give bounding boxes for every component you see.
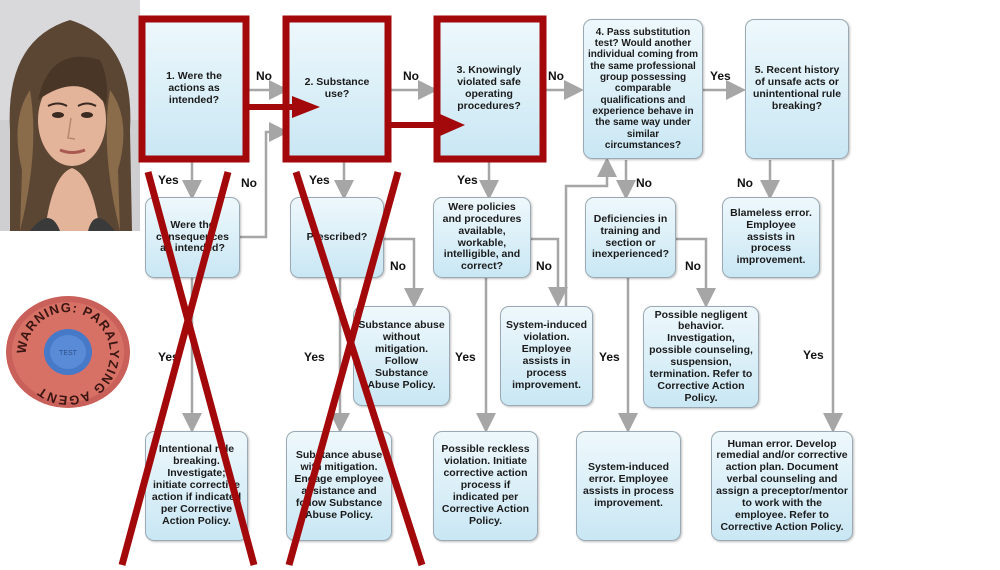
node-q4: 4. Pass substitution test? Would another… [583,19,703,159]
label-yes-policies: Yes [455,350,476,364]
cross-1-a [144,171,258,566]
label-no-q2: No [403,69,419,83]
node-system-error: System-induced error. Employee assists i… [576,431,681,541]
cross-2-b [285,171,402,566]
arrow-prescribed-nomit [384,237,424,308]
label-yes-consequences: Yes [158,350,179,364]
label-yes-q3: Yes [457,173,478,187]
label-yes-q5: Yes [803,348,824,362]
highlight-box-q1 [138,15,250,163]
node-q5: 5. Recent history of unsafe acts or unin… [745,19,849,159]
highlight-arrow-1-head [292,96,320,118]
node-deficiencies: Deficiencies in training and section or … [585,197,676,278]
highlight-box-q3 [433,15,547,163]
cross-2-a [292,170,426,567]
label-yes-q2: Yes [309,173,330,187]
label-no-q1: No [256,69,272,83]
mugshot-photo [0,0,140,231]
node-q2: 2. Substance use? [286,19,388,159]
node-q1: 1. Were the actions as intended? [142,19,246,159]
node-reckless: Possible reckless violation. Initiate co… [433,431,538,541]
label-no-policies: No [536,259,552,273]
node-negligent: Possible negligent behavior. Investigati… [643,306,759,408]
label-no-q3: No [548,69,564,83]
label-no-prescribed: No [390,259,406,273]
label-yes-prescribed: Yes [304,350,325,364]
label-yes-q4: Yes [710,69,731,83]
node-substance-mitigation: Substance abuse with mitigation. Engage … [286,431,392,541]
arrow-deficiencies-negligent [676,237,716,308]
node-system-violation: System-induced violation. Employee assis… [500,306,593,406]
node-human-error: Human error. Develop remedial and/or cor… [711,431,853,541]
node-q3: 3. Knowingly violated safe operating pro… [435,19,543,159]
warning-sticker: WARNING: PARALYZING AGENT TEST [4,292,132,410]
node-policies: Were policies and procedures available, … [433,197,531,278]
arrow-sysviol-q4 [564,157,617,306]
label-yes-q1: Yes [158,173,179,187]
node-blameless: Blameless error. Employee assists in pro… [722,197,820,278]
sticker-cap-text: TEST [59,350,78,357]
arrow-policies-sysviol [531,237,568,307]
cross-1-b [118,171,232,566]
label-no-q4: No [636,176,652,190]
highlight-box-q2 [282,15,392,163]
label-yes-deficiencies: Yes [599,350,620,364]
highlight-arrow-2-head [440,114,465,136]
arrow-consequences-q2 [240,122,289,239]
label-no-consequences: No [241,176,257,190]
node-prescribed: Prescribed? [290,197,384,278]
label-no-q5: No [737,176,753,190]
label-no-deficiencies: No [685,259,701,273]
